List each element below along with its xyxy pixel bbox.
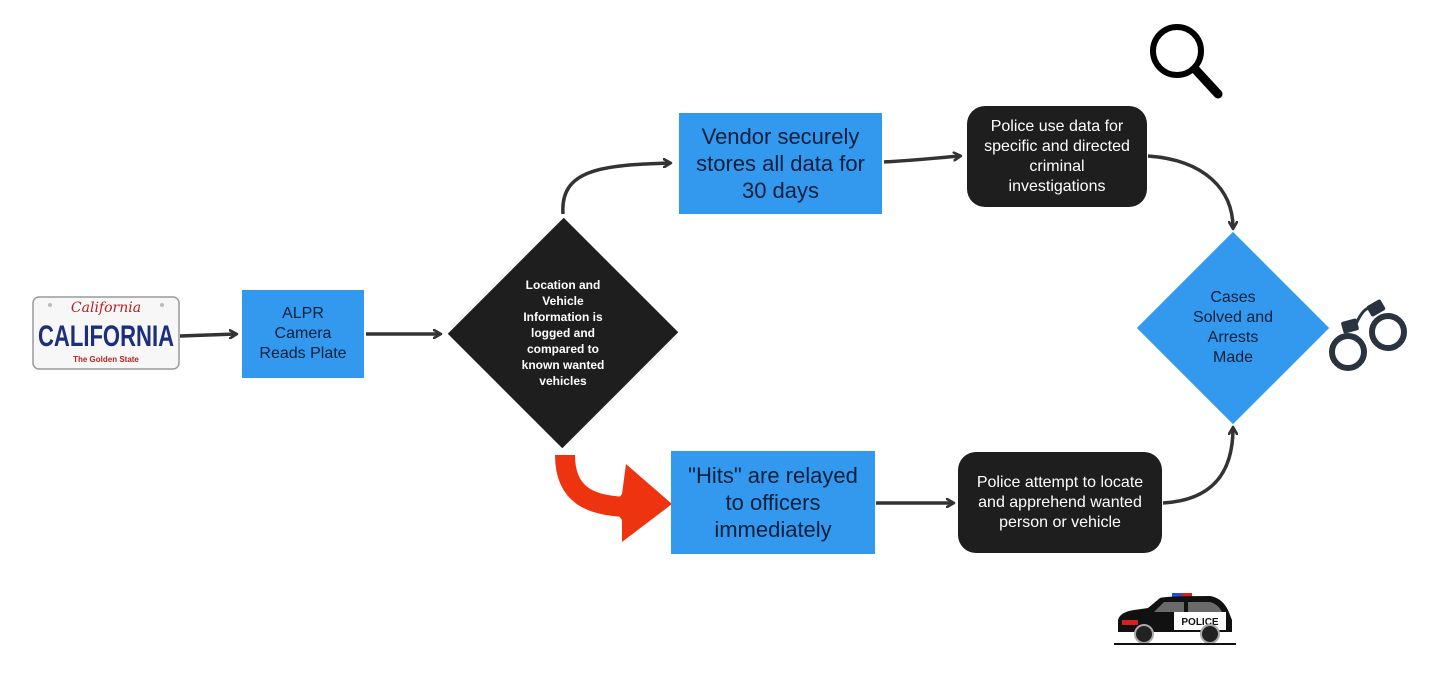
node-hits-relayed: "Hits" are relayed to officers immediate… (671, 451, 875, 554)
police-car-label: POLICE (1181, 617, 1219, 628)
arrow-plate-to-camera (179, 334, 236, 336)
node-police-attempt: Police attempt to locate and apprehend w… (958, 452, 1162, 553)
node-location-logged: Location and Vehicle Information is logg… (447, 216, 679, 450)
arrow-attempt-to-cases (1162, 428, 1233, 505)
plate-state-name: CALIFORNIA (38, 320, 174, 353)
node-cases-solved-label: Cases Solved and Arrests Made (1192, 289, 1274, 366)
license-plate-icon: California CALIFORNIA The Golden State (32, 296, 180, 370)
plate-state-script: California (71, 300, 141, 316)
arrow-logged-to-vendor (561, 163, 670, 215)
node-alpr-camera: ALPR Camera Reads Plate (242, 290, 364, 378)
node-hits-relayed-label: "Hits" are relayed to officers immediate… (688, 463, 858, 542)
red-arrow-logged-to-hits (555, 454, 672, 542)
magnifying-glass-icon (1150, 24, 1223, 99)
node-vendor-stores-label: Vendor securely stores all data for 30 d… (696, 124, 865, 203)
plate-slogan: The Golden State (73, 355, 139, 364)
arrow-vendor-to-police-data (883, 156, 960, 164)
node-alpr-camera-label: ALPR Camera Reads Plate (259, 305, 347, 362)
node-police-use-data-label: Police use data for specific and directe… (984, 117, 1130, 195)
police-car-icon: POLICE (1114, 593, 1236, 645)
node-vendor-stores: Vendor securely stores all data for 30 d… (679, 113, 882, 214)
node-police-attempt-label: Police attempt to locate and apprehend w… (976, 473, 1144, 531)
node-police-use-data: Police use data for specific and directe… (967, 106, 1147, 207)
node-location-logged-label: Location and Vehicle Information is logg… (521, 278, 605, 388)
arrow-police-data-to-cases (1147, 154, 1233, 228)
node-cases-solved: Cases Solved and Arrests Made (1136, 231, 1330, 425)
handcuffs-icon (1329, 299, 1407, 371)
